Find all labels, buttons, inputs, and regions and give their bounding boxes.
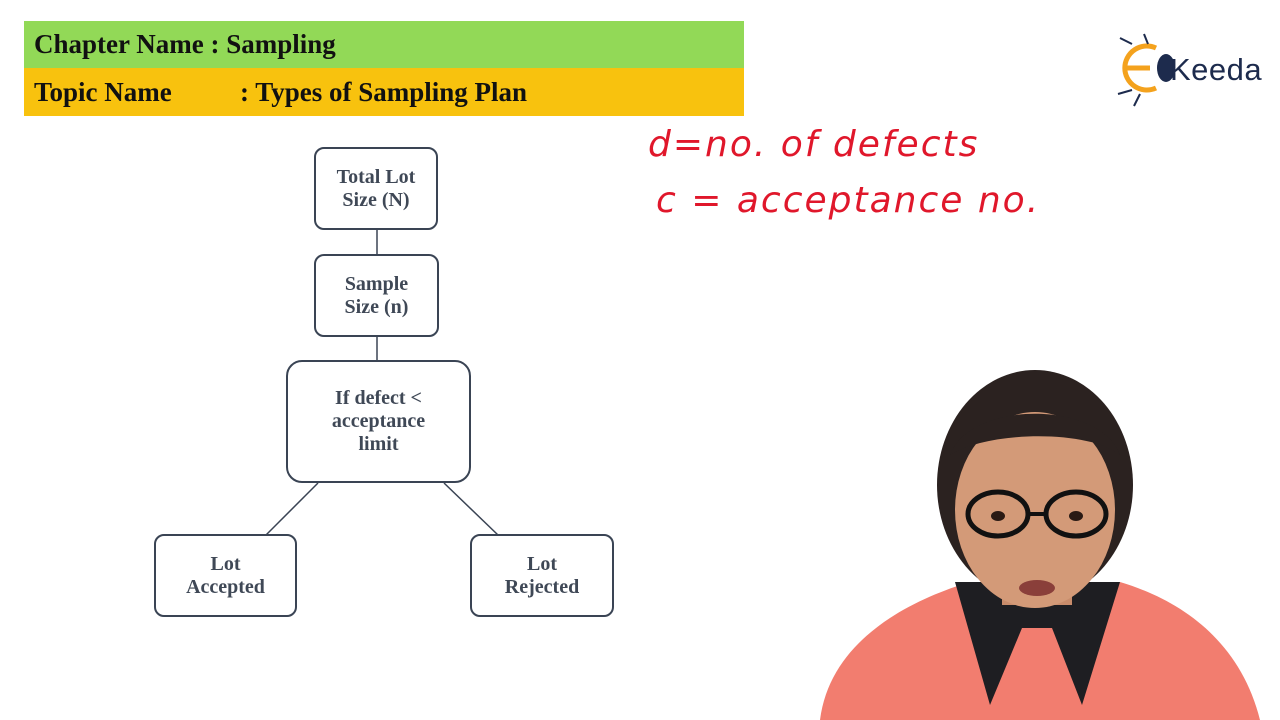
- annotation-defects: d=no. of defects: [648, 124, 980, 165]
- chapter-value: Sampling: [226, 29, 336, 59]
- annotation-acceptance: c = acceptance no.: [656, 180, 1041, 221]
- node-lot-rejected: Lot Rejected: [470, 534, 614, 617]
- logo-text: Keeda: [1170, 52, 1263, 87]
- node-lot-accepted: Lot Accepted: [154, 534, 297, 617]
- topic-bar: Topic Name : Types of Sampling Plan: [24, 68, 744, 116]
- topic-label: Topic Name: [34, 76, 172, 107]
- chapter-bar: Chapter Name : Sampling: [24, 21, 744, 68]
- logo-mark-icon: [1117, 33, 1175, 107]
- chapter-label: Chapter Name :: [34, 29, 220, 59]
- presenter-video-avatar: [820, 370, 1260, 720]
- ekeeda-logo: Keeda: [1114, 30, 1264, 110]
- title-banner: Chapter Name : Sampling Topic Name : Type…: [24, 21, 744, 116]
- topic-value: : Types of Sampling Plan: [240, 76, 528, 107]
- node-total-lot-size: Total Lot Size (N): [314, 147, 438, 230]
- node-sample-size: Sample Size (n): [314, 254, 439, 337]
- node-decision: If defect < acceptance limit: [286, 360, 471, 483]
